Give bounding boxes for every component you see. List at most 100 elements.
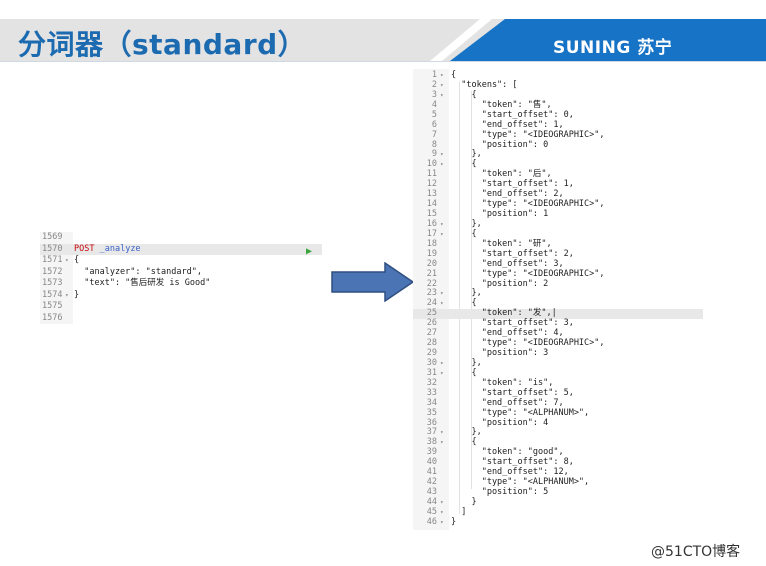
- code-text: "end_offset": 12,: [451, 467, 569, 478]
- line-number: 1569: [42, 232, 63, 242]
- fold-toggle-icon[interactable]: ▾: [440, 72, 444, 79]
- response-line[interactable]: 35 "type": "<ALPHANUM>",: [413, 407, 703, 419]
- response-line[interactable]: 6 "end_offset": 1,: [413, 119, 703, 131]
- fold-toggle-icon[interactable]: ▾: [440, 151, 444, 159]
- response-line[interactable]: 2▾ "tokens": [: [413, 79, 703, 91]
- code-text: "type": "<IDEOGRAPHIC>",: [451, 338, 605, 349]
- response-line[interactable]: 24▾ {: [413, 298, 703, 309]
- fold-toggle-icon[interactable]: ▾: [65, 291, 69, 299]
- fold-toggle-icon[interactable]: ▾: [440, 290, 444, 298]
- title-band: [0, 19, 520, 61]
- response-line[interactable]: 3▾ {: [413, 89, 703, 101]
- response-line[interactable]: 27 "end_offset": 4,: [413, 328, 703, 339]
- response-line[interactable]: 41 "end_offset": 12,: [413, 467, 703, 478]
- response-line[interactable]: 12 "start_offset": 1,: [413, 179, 703, 190]
- response-line[interactable]: 26 "start_offset": 3,: [413, 318, 703, 329]
- fold-toggle-icon[interactable]: ▾: [440, 518, 444, 526]
- fold-toggle-icon[interactable]: ▾: [65, 257, 69, 264]
- request-line-active[interactable]: 1570 POST _analyze: [40, 243, 322, 256]
- line-number: 39: [426, 447, 437, 458]
- code-text: "start_offset": 8,: [451, 457, 574, 468]
- line-number: 31: [426, 367, 437, 378]
- line-number: 2: [431, 79, 437, 90]
- fold-toggle-icon[interactable]: ▾: [440, 161, 444, 169]
- response-line[interactable]: 28 "type": "<IDEOGRAPHIC>",: [413, 338, 703, 349]
- response-line[interactable]: 17▾ {: [413, 228, 703, 240]
- response-line[interactable]: 13 "end_offset": 2,: [413, 189, 703, 200]
- response-line[interactable]: 34 "end_offset": 7,: [413, 398, 703, 409]
- fold-toggle-icon[interactable]: ▾: [440, 81, 444, 89]
- fold-toggle-icon[interactable]: ▾: [440, 220, 444, 228]
- response-line[interactable]: 32 "token": "is",: [413, 378, 703, 389]
- response-line[interactable]: 43 "position": 5: [413, 487, 703, 498]
- response-line[interactable]: 18 "token": "研",: [413, 239, 703, 250]
- line-number: 24: [426, 298, 437, 309]
- fold-toggle-icon[interactable]: ▾: [440, 230, 444, 238]
- response-line[interactable]: 23▾ },: [413, 289, 703, 299]
- line-number: 21: [426, 268, 437, 279]
- response-line[interactable]: 9▾ },: [413, 150, 703, 160]
- response-line[interactable]: 1▾{: [413, 70, 703, 81]
- line-number: 1570: [42, 243, 63, 254]
- code-text: {: [451, 89, 477, 100]
- response-line[interactable]: 20 "end_offset": 3,: [413, 259, 703, 270]
- response-line[interactable]: 39 "token": "good",: [413, 447, 703, 458]
- request-line[interactable]: 1572 "analyzer": "standard",: [40, 267, 322, 279]
- line-number: 6: [431, 119, 437, 130]
- response-line[interactable]: 36 "position": 4: [413, 418, 703, 429]
- response-line[interactable]: 29 "position": 3: [413, 348, 703, 359]
- request-line[interactable]: 1573 "text": "售后研发 is Good": [40, 278, 322, 290]
- line-number: 19: [426, 248, 437, 259]
- response-line-active[interactable]: 25 "token": "发",|: [413, 308, 703, 320]
- fold-toggle-icon[interactable]: ▾: [440, 508, 444, 516]
- play-icon[interactable]: ▶: [306, 246, 313, 257]
- request-line[interactable]: 1574▾}: [40, 290, 322, 302]
- fold-toggle-icon[interactable]: ▾: [440, 359, 444, 367]
- response-line[interactable]: 45▾ ]: [413, 507, 703, 518]
- line-number: 17: [426, 228, 437, 239]
- fold-toggle-icon[interactable]: ▾: [440, 369, 444, 377]
- line-number: 43: [426, 487, 437, 498]
- response-line[interactable]: 7 "type": "<IDEOGRAPHIC>",: [413, 129, 703, 141]
- response-line[interactable]: 8 "position": 0: [413, 140, 703, 151]
- response-line[interactable]: 44▾ }: [413, 497, 703, 508]
- response-line[interactable]: 5 "start_offset": 0,: [413, 110, 703, 121]
- request-line[interactable]: 1576: [40, 313, 322, 325]
- response-line[interactable]: 30▾ },: [413, 358, 703, 369]
- fold-toggle-icon[interactable]: ▾: [440, 429, 444, 437]
- line-number: 23: [426, 288, 437, 299]
- response-line[interactable]: 4 "token": "售",: [413, 100, 703, 111]
- response-line[interactable]: 37▾ },: [413, 428, 703, 438]
- request-line-code: POST _analyze: [74, 244, 141, 256]
- response-line[interactable]: 16▾ },: [413, 218, 703, 230]
- response-line[interactable]: 42 "type": "<ALPHANUM>",: [413, 477, 703, 488]
- http-method: POST: [74, 243, 95, 254]
- line-number: 41: [426, 467, 437, 478]
- response-editor[interactable]: 1▾{2▾ "tokens": [3▾ {4 "token": "售",5 "s…: [413, 69, 703, 530]
- code-text: },: [451, 218, 482, 229]
- response-line[interactable]: 31▾ {: [413, 367, 703, 379]
- code-text: "type": "<IDEOGRAPHIC>",: [451, 129, 605, 140]
- response-line[interactable]: 46▾}: [413, 517, 703, 528]
- fold-toggle-icon[interactable]: ▾: [440, 498, 444, 506]
- code-text: "type": "<ALPHANUM>",: [451, 407, 590, 418]
- response-line[interactable]: 40 "start_offset": 8,: [413, 457, 703, 468]
- code-text: "text": "售后研发 is Good": [74, 278, 211, 288]
- code-text: "end_offset": 1,: [451, 119, 564, 130]
- request-line[interactable]: 1569: [40, 232, 322, 244]
- request-line[interactable]: 1571▾{: [40, 255, 322, 267]
- fold-toggle-icon[interactable]: ▾: [440, 439, 444, 447]
- response-line[interactable]: 21 "type": "<IDEOGRAPHIC>",: [413, 268, 703, 280]
- response-line[interactable]: 38▾ {: [413, 437, 703, 448]
- request-line[interactable]: 1575: [40, 301, 322, 313]
- response-line[interactable]: 19 "start_offset": 2,: [413, 248, 703, 260]
- response-line[interactable]: 33 "start_offset": 5,: [413, 388, 703, 399]
- response-line[interactable]: 22 "position": 2: [413, 279, 703, 290]
- response-line[interactable]: 11 "token": "后",: [413, 169, 703, 180]
- response-line[interactable]: 15 "position": 1: [413, 209, 703, 220]
- fold-toggle-icon[interactable]: ▾: [440, 91, 444, 99]
- fold-toggle-icon[interactable]: ▾: [440, 300, 444, 308]
- response-line[interactable]: 10▾ {: [413, 159, 703, 170]
- response-line[interactable]: 14 "type": "<IDEOGRAPHIC>",: [413, 199, 703, 210]
